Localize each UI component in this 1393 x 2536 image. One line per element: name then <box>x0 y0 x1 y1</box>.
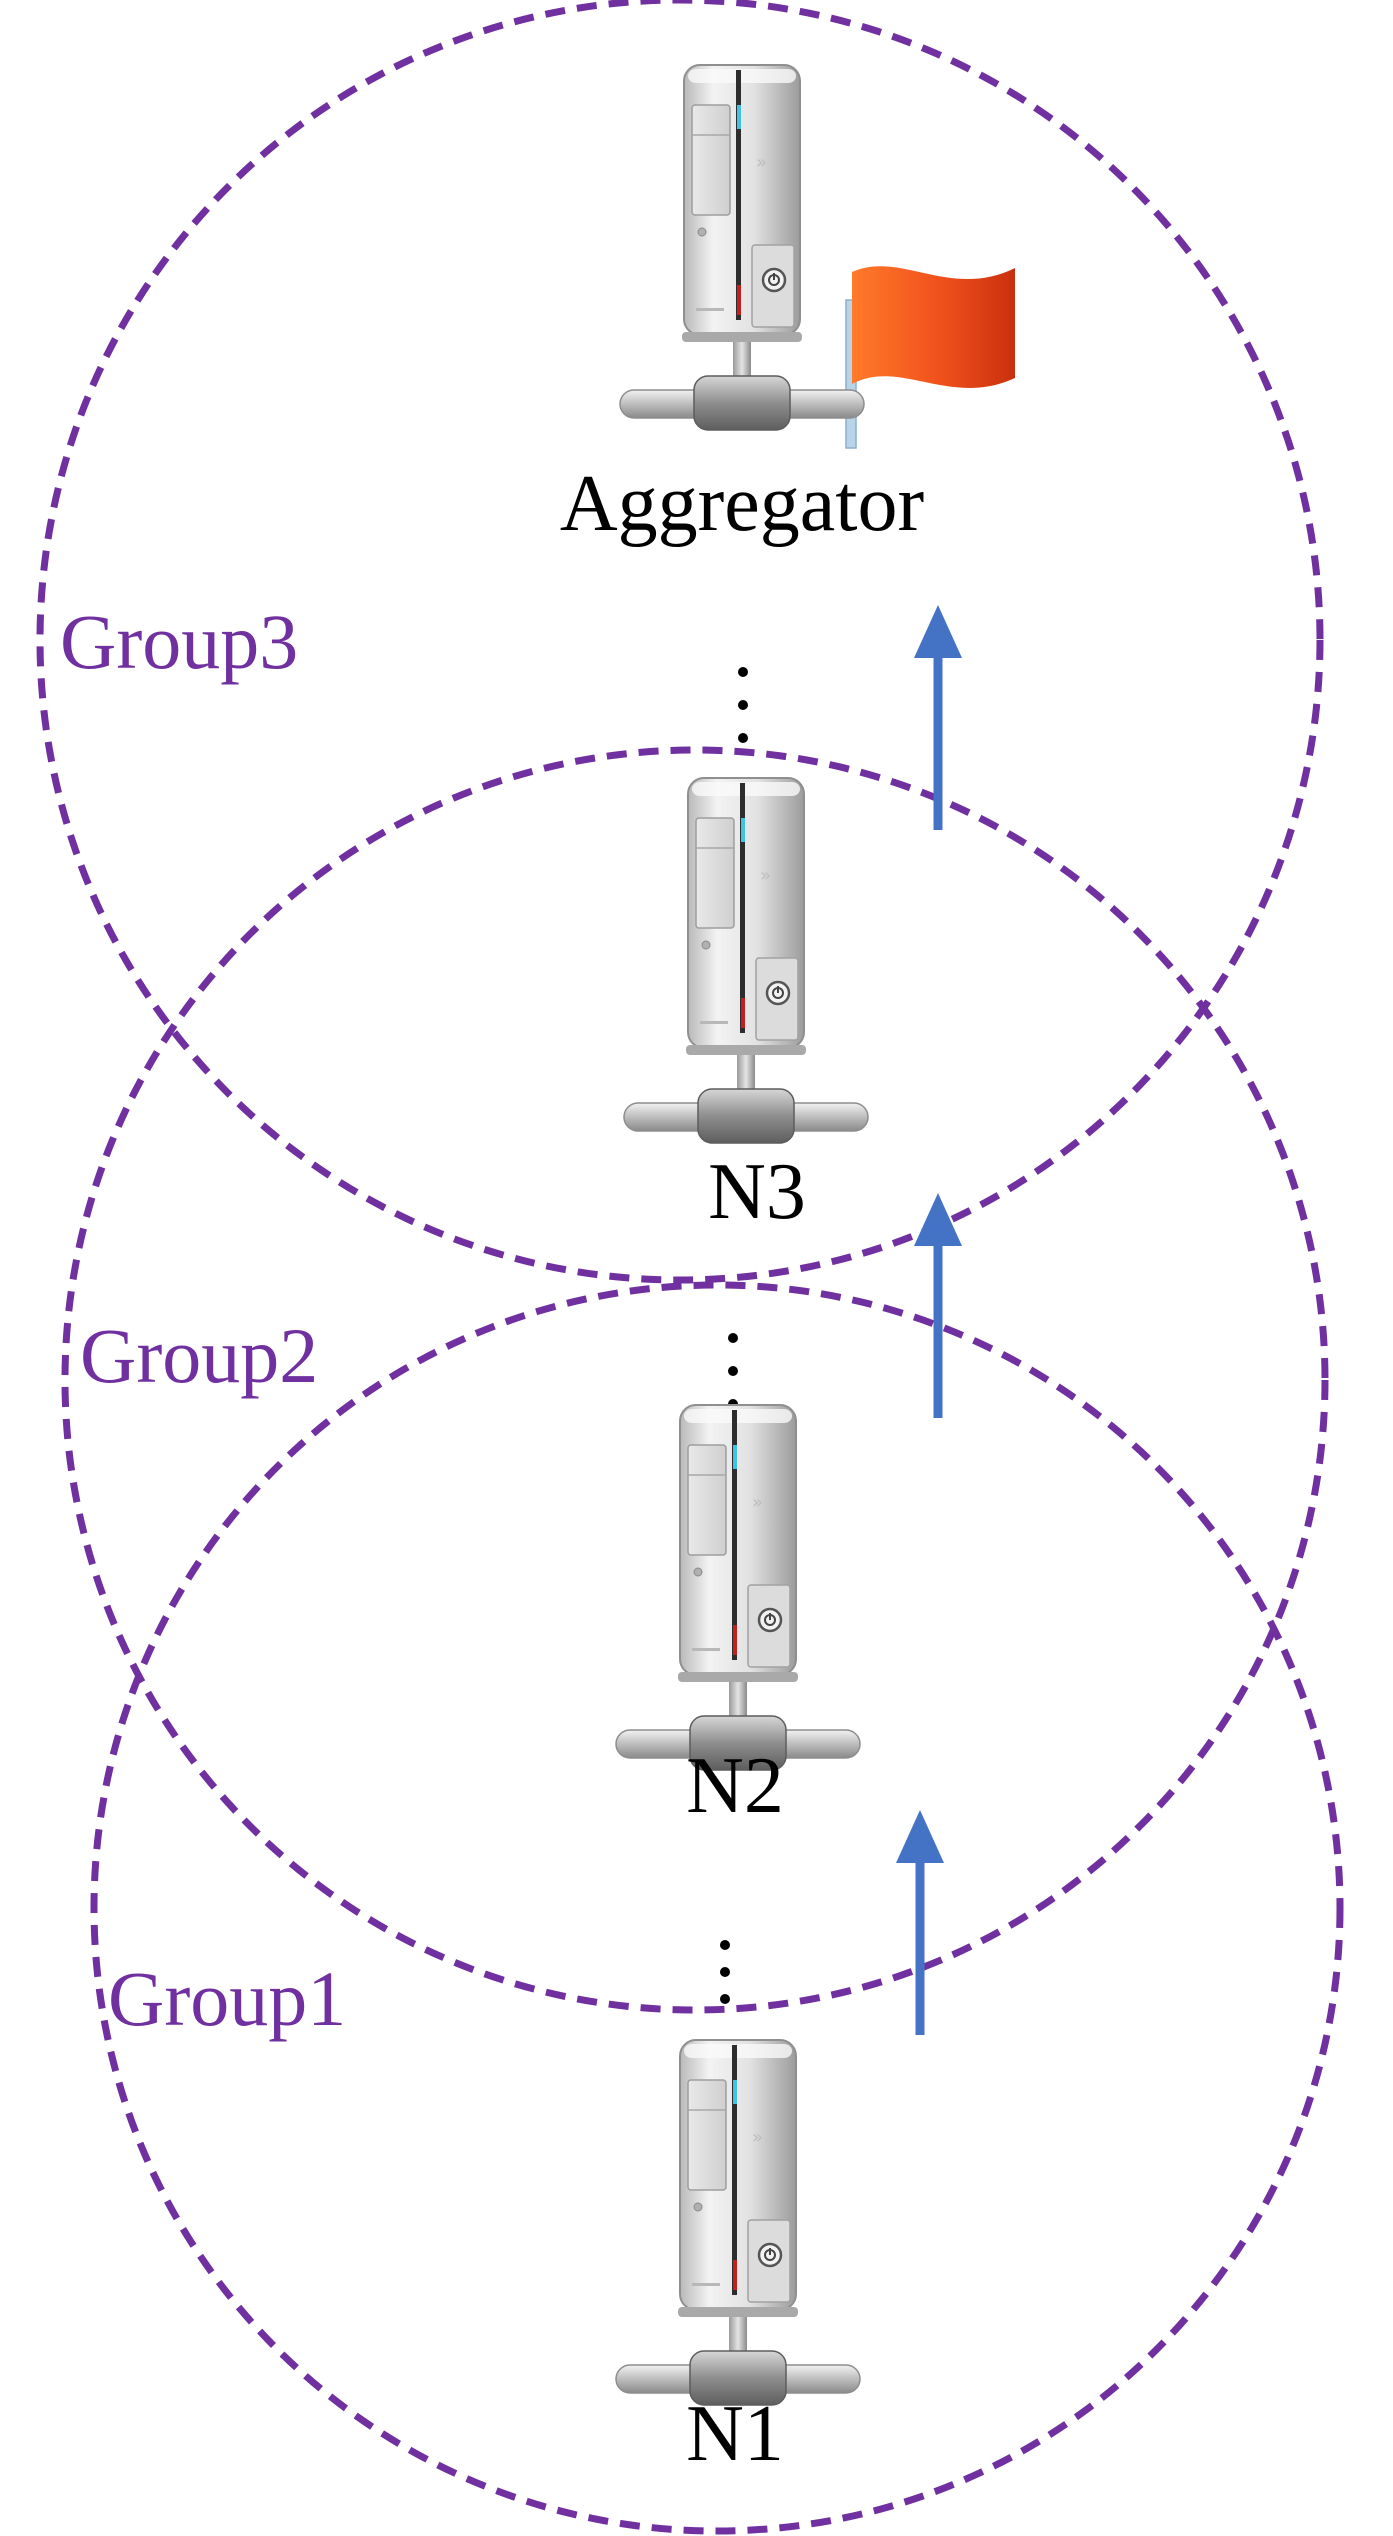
server-icon <box>622 776 870 1145</box>
aggregator-label: Aggregator <box>560 460 924 548</box>
flag-icon <box>845 266 1015 449</box>
arrow-n2-to-n3 <box>914 1193 962 1418</box>
ellipsis-n3 <box>738 667 748 743</box>
n1-node: N1 <box>614 1940 862 2478</box>
ellipsis-n2 <box>728 1333 738 1409</box>
n2-node: N2 <box>614 1333 862 1830</box>
n1-label: N1 <box>686 2390 784 2478</box>
group2-label: Group2 <box>80 1312 318 1399</box>
arrow-n1-to-n2 <box>896 1810 944 2035</box>
group3-boundary <box>36 0 1324 1284</box>
server-icon <box>614 2038 862 2407</box>
group1-label: Group1 <box>108 1955 346 2042</box>
group2-boundary <box>61 746 1329 2014</box>
group1-boundary <box>90 1281 1344 2535</box>
arrow-n3-to-aggregator <box>914 605 962 830</box>
ellipsis-n1 <box>720 1940 730 2004</box>
server-icon <box>618 63 866 432</box>
n3-node: N3 <box>622 667 870 1236</box>
n2-label: N2 <box>686 1742 784 1830</box>
n3-label: N3 <box>708 1148 806 1236</box>
server-icon <box>614 1403 862 1772</box>
aggregator-node: Aggregator <box>560 63 1015 548</box>
group3-label: Group3 <box>60 598 298 685</box>
